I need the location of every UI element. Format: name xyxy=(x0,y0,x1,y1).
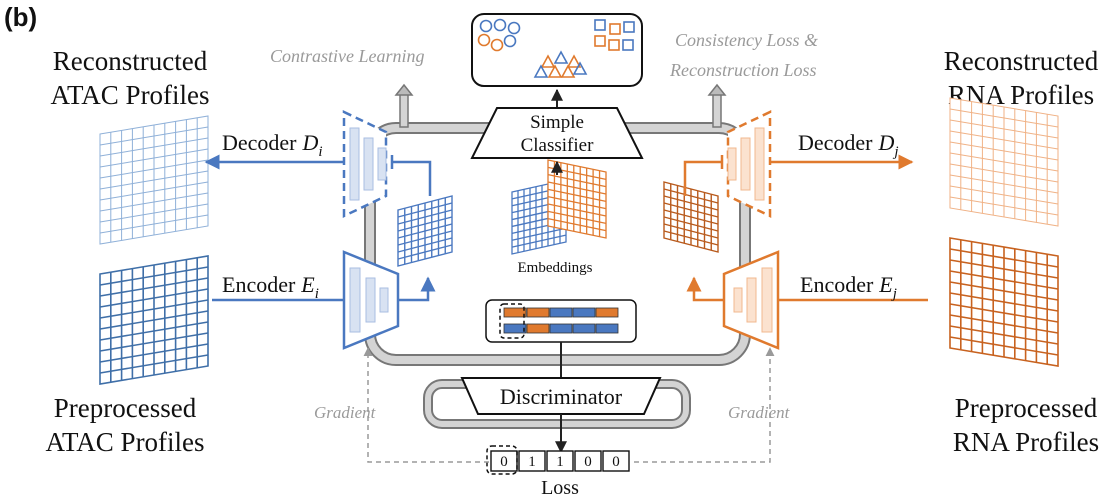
loss-bit-value: 0 xyxy=(584,454,592,470)
embedding-highlight-dashed xyxy=(499,303,525,339)
atac-latent-grid-icon xyxy=(397,195,453,267)
preprocessed-rna-grid-icon xyxy=(949,237,1059,367)
cluster-square-icon xyxy=(594,35,606,47)
cluster-circle-icon xyxy=(479,19,493,33)
loss-bit-value: 0 xyxy=(500,454,508,470)
left-up-arrow-icon xyxy=(394,83,414,128)
loss-highlight-dashed xyxy=(486,445,518,475)
rna-latent-grid-icon xyxy=(663,181,719,253)
cluster-circle-icon xyxy=(507,21,521,35)
loss-bit-value: 1 xyxy=(556,454,564,470)
gradient-right-path xyxy=(634,347,775,463)
left-latent-to-decoder xyxy=(392,160,432,196)
loss-bit-value: 1 xyxy=(528,454,536,470)
pre-rna-label-2: RNA Profiles xyxy=(953,427,1099,457)
cluster-triangle-icon xyxy=(560,64,576,78)
embedding-bar-cell xyxy=(595,323,619,334)
embedding-bar-cell xyxy=(526,323,550,334)
cluster-triangle-icon xyxy=(533,64,549,78)
right-up-arrow-icon xyxy=(707,83,727,128)
loss-vector: 0 1 1 0 0 xyxy=(490,450,630,472)
embedding-bar-cell xyxy=(572,307,596,318)
cluster-square-icon xyxy=(622,39,634,51)
cluster-triangle-icon xyxy=(572,61,588,75)
simple-classifier xyxy=(470,107,644,159)
reconstructed-rna-grid-icon xyxy=(949,97,1059,227)
pre-rna-label-1: Preprocessed xyxy=(955,393,1098,423)
panel-label: (b) xyxy=(4,2,37,32)
embedding-bar-cell xyxy=(503,323,527,334)
cluster-square-icon xyxy=(623,21,635,33)
cluster-circle-icon xyxy=(503,34,517,48)
right-latent-to-decoder xyxy=(683,160,722,196)
cluster-triangle-icon xyxy=(553,50,569,64)
preprocessed-atac-grid-icon xyxy=(99,255,209,385)
discriminator xyxy=(460,377,662,415)
cluster-square-icon xyxy=(594,19,606,31)
loss-bit-box xyxy=(574,450,602,472)
loss-label: Loss xyxy=(541,477,579,499)
cluster-shapes-icon xyxy=(477,18,635,78)
decoder-left xyxy=(342,110,388,218)
recon-atac-label-2: ATAC Profiles xyxy=(50,80,209,110)
embedding-bar-cell xyxy=(595,307,619,318)
decoder-right xyxy=(726,110,772,218)
gradient-left-path xyxy=(363,347,489,463)
embeddings-label: Embeddings xyxy=(518,260,593,276)
cluster-triangle-icon xyxy=(540,54,556,68)
loss-bit-box xyxy=(546,450,574,472)
consistency-loss-label-1: Consistency Loss & xyxy=(675,30,818,50)
right-encoder-to-latent-arrow xyxy=(686,276,724,302)
embedding-bar-cell xyxy=(549,323,573,334)
loss-bit-box xyxy=(518,450,546,472)
recon-atac-label-1: Reconstructed xyxy=(53,46,208,76)
recon-rna-label-1: Reconstructed xyxy=(944,46,1099,76)
embedding-bar-cell xyxy=(503,307,527,318)
encoder-left xyxy=(342,250,400,350)
classifier-label-1: Simple xyxy=(530,112,584,133)
loss-bit-value: 0 xyxy=(612,454,620,470)
embedding-bar-cell xyxy=(526,307,550,318)
gradient-left-label: Gradient xyxy=(314,403,377,422)
cluster-square-icon xyxy=(608,39,620,51)
cluster-circle-icon xyxy=(477,33,491,47)
embedding-bars-box xyxy=(485,299,637,343)
cluster-circle-icon xyxy=(490,38,504,52)
contrastive-learning-label: Contrastive Learning xyxy=(270,46,425,66)
embedding-bar-cell xyxy=(549,307,573,318)
reconstructed-atac-grid-icon xyxy=(99,115,209,245)
consistency-loss-label-2: Reconstruction Loss xyxy=(669,60,817,80)
classifier-label-2: Classifier xyxy=(521,135,594,156)
loss-bit-box xyxy=(602,450,630,472)
left-encoder-to-latent-arrow xyxy=(398,276,436,302)
cluster-output-box xyxy=(471,13,643,87)
cluster-square-icon xyxy=(609,23,621,35)
pre-atac-label-1: Preprocessed xyxy=(54,393,197,423)
embedding-bars-icon xyxy=(503,307,619,334)
discriminator-label: Discriminator xyxy=(500,384,623,409)
embedding-bar-cell xyxy=(572,323,596,334)
encoder-right xyxy=(722,250,780,350)
pre-atac-label-2: ATAC Profiles xyxy=(45,427,204,457)
cluster-circle-icon xyxy=(493,18,507,32)
cluster-triangle-icon xyxy=(547,64,563,78)
cluster-triangle-icon xyxy=(566,54,582,68)
gradient-right-label: Gradient xyxy=(728,403,791,422)
embedding-rna-grid-icon xyxy=(547,159,607,239)
